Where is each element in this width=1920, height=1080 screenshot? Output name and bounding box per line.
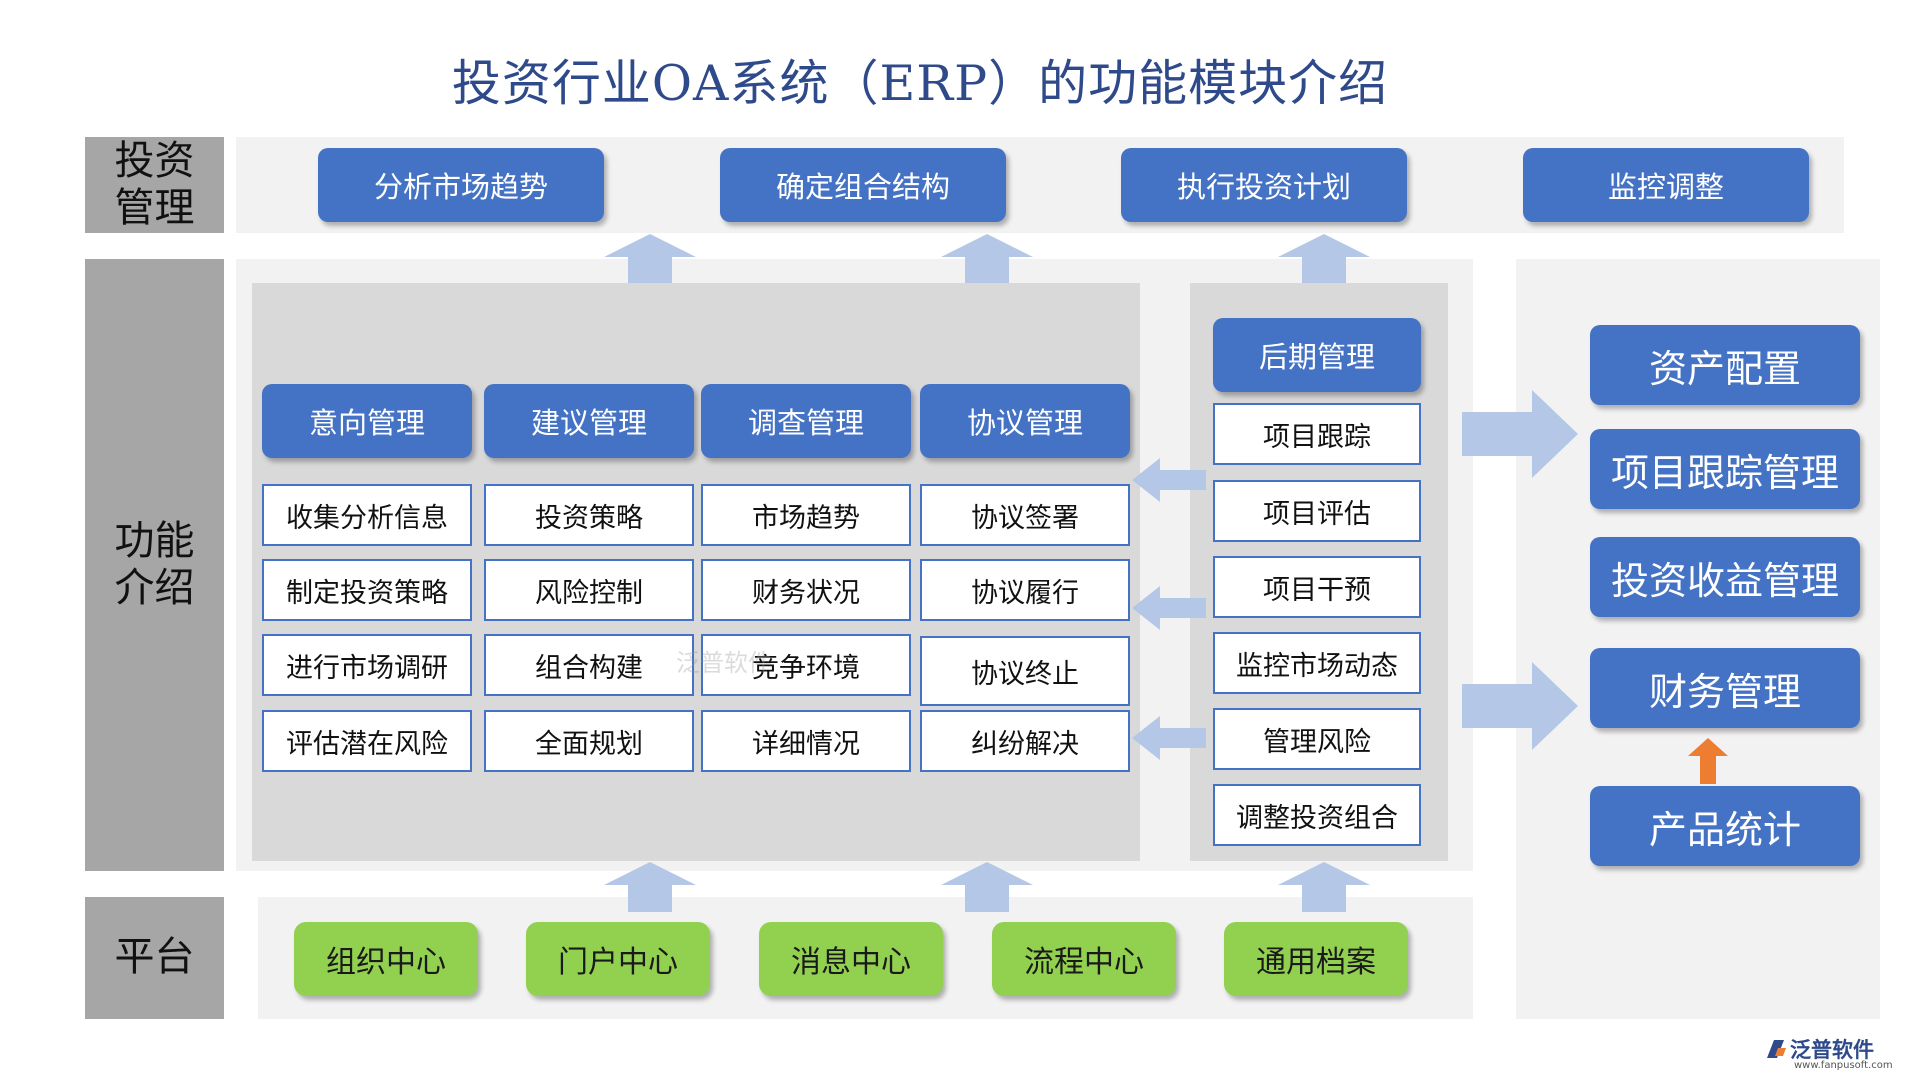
section-label-investment-text: 投资管理 [114,137,195,231]
item-full-planning[interactable]: 全面规划 [484,710,694,772]
brand-logo-url: www.fanpusoft.com [1794,1060,1893,1071]
item-investment-strategy[interactable]: 投资策略 [484,484,694,546]
module-header-investigation[interactable]: 调查管理 [701,384,911,458]
platform-message-center[interactable]: 消息中心 [759,922,943,996]
section-label-platform: 平台 [85,897,224,1019]
step-button-monitor-adjust[interactable]: 监控调整 [1523,148,1809,222]
brand-logo-name: 泛普软件 [1790,1038,1874,1062]
step-button-execute-plan[interactable]: 执行投资计划 [1121,148,1407,222]
item-project-intervention[interactable]: 项目干预 [1213,556,1421,618]
platform-general-archive[interactable]: 通用档案 [1224,922,1408,996]
watermark-text: 泛普软件 [676,649,772,677]
item-dispute-resolve[interactable]: 纠纷解决 [920,710,1130,772]
item-financial-status[interactable]: 财务状况 [701,559,911,621]
platform-portal-center[interactable]: 门户中心 [526,922,710,996]
module-asset-allocation[interactable]: 资产配置 [1590,325,1860,405]
step-button-determine-portfolio[interactable]: 确定组合结构 [720,148,1006,222]
item-project-evaluation[interactable]: 项目评估 [1213,480,1421,542]
item-market-trend[interactable]: 市场趋势 [701,484,911,546]
module-project-tracking-mgmt[interactable]: 项目跟踪管理 [1590,429,1860,509]
module-investment-return-mgmt[interactable]: 投资收益管理 [1590,537,1860,617]
section-label-platform-text: 平台 [114,934,195,981]
item-portfolio-build[interactable]: 组合构建 [484,634,694,696]
item-risk-control[interactable]: 风险控制 [484,559,694,621]
item-adjust-portfolio[interactable]: 调整投资组合 [1213,784,1421,846]
item-manage-risk[interactable]: 管理风险 [1213,708,1421,770]
section-label-investment: 投资管理 [85,137,224,233]
item-agreement-sign[interactable]: 协议签署 [920,484,1130,546]
module-header-post-management[interactable]: 后期管理 [1213,318,1421,392]
item-collect-info[interactable]: 收集分析信息 [262,484,472,546]
platform-process-center[interactable]: 流程中心 [992,922,1176,996]
item-assess-risk[interactable]: 评估潜在风险 [262,710,472,772]
module-product-statistics[interactable]: 产品统计 [1590,786,1860,866]
step-button-analyze-market[interactable]: 分析市场趋势 [318,148,604,222]
item-monitor-market[interactable]: 监控市场动态 [1213,632,1421,694]
module-financial-mgmt[interactable]: 财务管理 [1590,648,1860,728]
brand-logo: 泛普软件 www.fanpusoft.com [1764,1034,1904,1074]
item-agreement-terminate[interactable]: 协议终止 [920,636,1130,706]
item-competition[interactable]: 竞争环境 [701,634,911,696]
item-project-tracking[interactable]: 项目跟踪 [1213,403,1421,465]
item-details[interactable]: 详细情况 [701,710,911,772]
platform-organization-center[interactable]: 组织中心 [294,922,478,996]
watermark: 泛普软件 [676,643,836,683]
brand-logo-icon [1767,1040,1786,1058]
item-market-research[interactable]: 进行市场调研 [262,634,472,696]
module-header-agreement[interactable]: 协议管理 [920,384,1130,458]
page-title: 投资行业OA系统（ERP）的功能模块介绍 [451,55,1389,112]
module-header-proposal[interactable]: 建议管理 [484,384,694,458]
module-header-intention[interactable]: 意向管理 [262,384,472,458]
section-label-function-text: 功能介绍 [114,517,195,611]
item-agreement-perform[interactable]: 协议履行 [920,559,1130,621]
section-label-function: 功能介绍 [85,259,224,871]
item-make-strategy[interactable]: 制定投资策略 [262,559,472,621]
